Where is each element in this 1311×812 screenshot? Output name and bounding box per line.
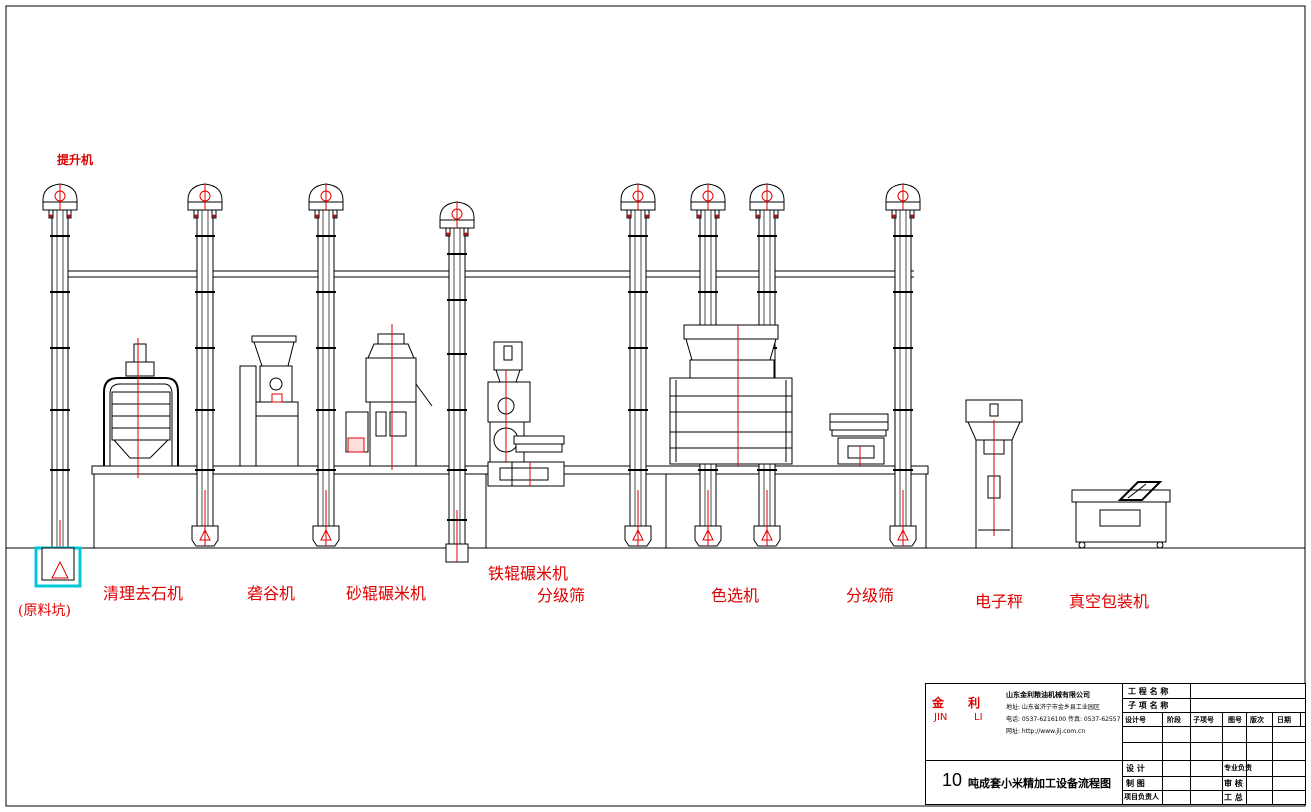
raw-pit-label: (原料坑)	[18, 603, 71, 619]
company-name: 山东金利粮油机械有限公司	[1006, 691, 1090, 699]
color-sorter-label: 色选机	[711, 586, 760, 605]
vacuum-packer-label: 真空包装机	[1069, 592, 1150, 611]
sub-project-name-label: 子 项 名 称	[1128, 701, 1169, 710]
drawing-no-label: 图号	[1228, 716, 1242, 724]
cleaner-label: 清理去石机	[103, 584, 184, 603]
title-block: 金 利 JIN LI 山东金利粮油机械有限公司 地址: 山东省济宁市金乡县工业园…	[925, 683, 1306, 805]
drafter-label: 制 图	[1126, 779, 1145, 788]
company-web: 网址: http://www.jlj.com.cn	[1006, 728, 1086, 735]
designer-label: 设 计	[1126, 764, 1145, 773]
grader-2-label: 分级筛	[846, 586, 895, 605]
elevator-5	[620, 183, 656, 547]
sand-roller-label: 砂辊碾米机	[346, 584, 427, 603]
logo-en-1: JIN	[934, 712, 948, 723]
chief-engineer-label: 工 总	[1224, 793, 1243, 802]
date-label: 日期	[1277, 716, 1291, 724]
electronic-scale	[965, 399, 1023, 549]
grader-1-label: 分级筛	[537, 586, 586, 605]
drawing-title: 吨成套小米精加工设备流程图	[968, 777, 1111, 790]
elevator-label: 提升机	[57, 153, 94, 167]
scale-label: 电子秤	[975, 592, 1024, 611]
elevator-1	[42, 183, 78, 570]
color-sorter-machine	[669, 324, 793, 466]
elevator-3	[308, 183, 344, 547]
iron-roller-rice-mill	[487, 341, 531, 470]
sub-no-label: 子项号	[1193, 716, 1214, 724]
company-address: 地址: 山东省济宁市金乡县工业园区	[1006, 704, 1100, 711]
raw-material-pit	[34, 546, 82, 588]
drawing-title-number: 10	[942, 770, 963, 790]
vacuum-packing-machine	[1071, 481, 1171, 549]
design-no-label: 设计号	[1125, 716, 1146, 724]
sand-roller-rice-mill	[345, 324, 433, 470]
grader-2	[829, 413, 889, 466]
huller-label: 砻谷机	[247, 584, 296, 603]
huller-machine	[239, 335, 299, 467]
cleaner-destoner-machine	[103, 338, 179, 478]
iron-roller-label: 铁辊碾米机	[488, 564, 569, 583]
project-lead-label: 项目负责人	[1124, 793, 1159, 801]
project-name-label: 工 程 名 称	[1128, 687, 1169, 696]
logo-en-2: LI	[974, 712, 983, 723]
reviewer-label: 审 核	[1224, 779, 1243, 788]
stage-label: 阶段	[1167, 716, 1181, 724]
logo-cn: 金 利	[932, 696, 991, 710]
elevator-8	[885, 183, 921, 547]
grader-1	[487, 435, 565, 487]
version-label: 版次	[1250, 716, 1264, 724]
elevator-2	[187, 183, 223, 547]
specialty-lead-label: 专业负责	[1224, 764, 1252, 772]
company-tel: 电话: 0537-6216100 传真: 0537-62557	[1006, 716, 1121, 723]
elevator-4	[439, 201, 475, 563]
